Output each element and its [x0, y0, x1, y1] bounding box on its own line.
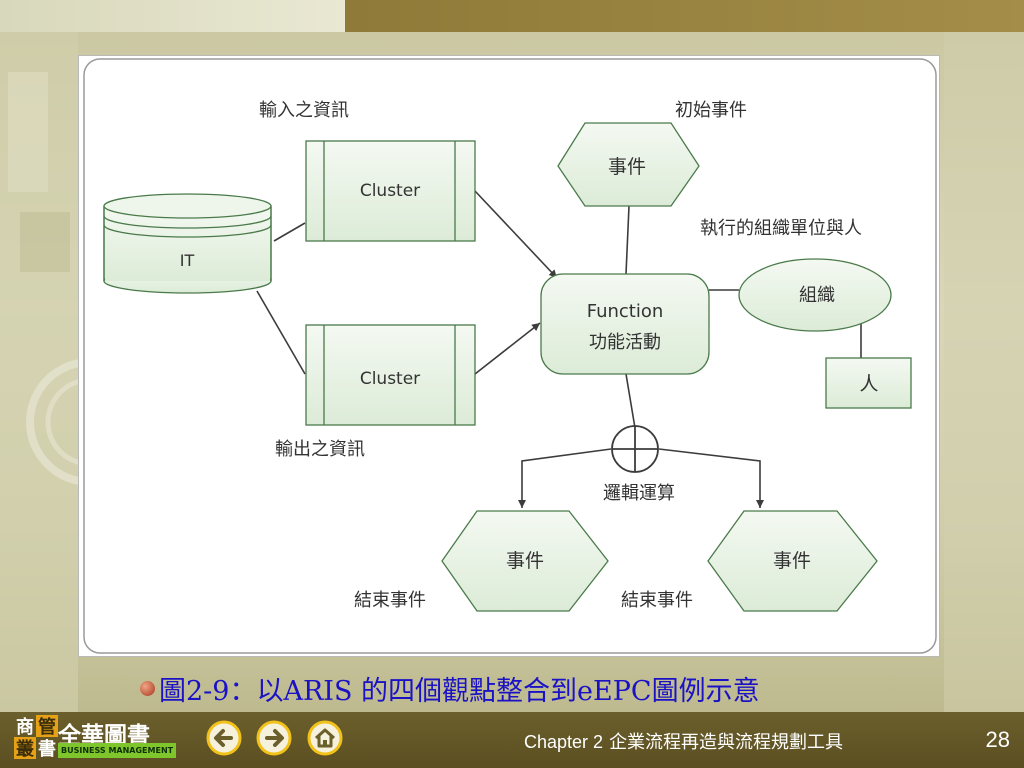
end-event-right-label: 結束事件 [621, 590, 693, 611]
end-event-left-label: 結束事件 [354, 590, 426, 611]
event-right-label: 事件 [773, 550, 811, 572]
arrow-left-icon[interactable] [205, 719, 243, 757]
connectors [256, 190, 862, 508]
arrow-right-icon[interactable] [255, 719, 293, 757]
chapter-title: 企業流程再造與流程規劃工具 [609, 732, 844, 753]
caption-text: 圖2-9：以ARIS 的四個觀點整合到eEPC圖例示意 [159, 675, 760, 707]
cluster-top-label: Cluster [360, 181, 420, 201]
publisher-logo: 商 管 叢 書 全華圖書 BUSINESS MANAGEMENT [14, 715, 184, 763]
logo-subtitle: BUSINESS MANAGEMENT [58, 743, 177, 758]
event-left-label: 事件 [506, 550, 544, 572]
org-node [738, 258, 892, 332]
top-bar-left [0, 0, 345, 32]
chapter-number: Chapter 2 [524, 732, 604, 752]
person-label: 人 [859, 373, 878, 395]
connector-event-function [625, 205, 630, 275]
connector-cluster-top-function [474, 190, 558, 279]
connector-cluster-bottom-function [474, 322, 541, 375]
connector-logic-event-left [518, 448, 612, 508]
connector-function-logic [625, 373, 636, 429]
connector-logic-event-right [658, 448, 764, 508]
logo-char: 叢 [14, 737, 36, 760]
function-zh-label: 功能活動 [589, 332, 661, 353]
person-node [825, 357, 912, 409]
output-info-label: 輸出之資訊 [275, 439, 365, 460]
it-database-node [103, 193, 272, 294]
figure-caption: 圖2-9：以ARIS 的四個觀點整合到eEPC圖例示意 [140, 668, 760, 708]
connector-it-cluster-bottom [256, 290, 306, 375]
footer-bar: 商 管 叢 書 全華圖書 BUSINESS MANAGEMENT [0, 712, 1024, 768]
diagram-panel: IT Cluster Cluster 事件 Function 功能活動 組織 人 [78, 55, 940, 657]
org-unit-person-label: 執行的組織單位與人 [700, 218, 862, 239]
function-en-label: Function [587, 301, 664, 322]
initial-event-label: 初始事件 [675, 100, 747, 121]
input-info-label: 輸入之資訊 [259, 100, 349, 121]
function-node [540, 273, 710, 375]
logo-chars: 商 管 叢 書 [14, 715, 58, 760]
event-top-node [557, 122, 700, 207]
event-left-node [441, 510, 609, 612]
cluster-bottom-node [305, 324, 476, 426]
connector-it-cluster-top [273, 222, 306, 242]
event-right-node [707, 510, 878, 612]
logic-op-label: 邏輯運算 [603, 483, 675, 504]
logic-operator-node [611, 425, 659, 473]
home-icon[interactable] [306, 719, 344, 757]
cluster-top-node [305, 140, 476, 242]
bullet-icon [140, 680, 155, 696]
page-number: 28 [985, 727, 1010, 752]
logo-char: 商 [16, 717, 34, 738]
org-label: 組織 [799, 285, 835, 306]
event-top-label: 事件 [608, 156, 646, 178]
cluster-bottom-label: Cluster [360, 369, 420, 389]
logo-char: 書 [38, 739, 56, 760]
panel-frame [83, 58, 937, 654]
logo-char: 管 [36, 715, 58, 738]
it-label: IT [180, 251, 195, 270]
eepc-diagram: IT Cluster Cluster 事件 Function 功能活動 組織 人 [83, 58, 937, 654]
top-bar-right [345, 0, 1024, 32]
